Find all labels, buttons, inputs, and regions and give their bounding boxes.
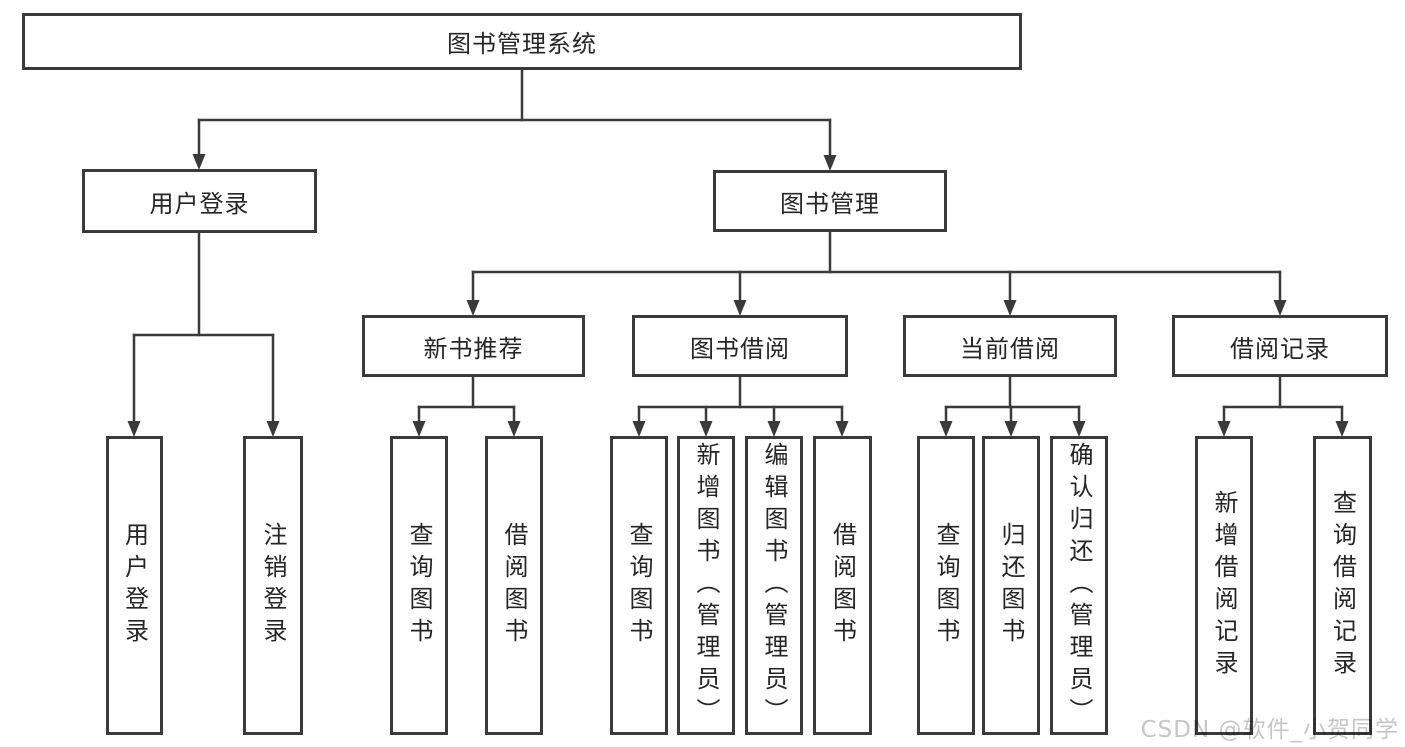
leaf-query-books-3: 查询图书 [917, 436, 975, 735]
leaf-add-books-admin: 新增图书（管理员） [677, 436, 735, 735]
node-label: 借阅图书 [828, 521, 857, 650]
node-borrowing-records: 借阅记录 [1172, 315, 1388, 377]
leaf-borrow-books-1: 借阅图书 [485, 436, 543, 735]
node-label: 图书管理系统 [447, 30, 597, 58]
node-user-login: 用户登录 [82, 169, 317, 233]
node-book-management: 图书管理 [713, 170, 947, 232]
leaf-logout: 注销登录 [243, 436, 303, 735]
node-book-borrowing: 图书借阅 [632, 315, 848, 377]
node-label: 新书推荐 [423, 334, 524, 363]
node-label: 查询图书 [932, 521, 960, 650]
node-label: 确认归还（管理员） [1065, 441, 1093, 730]
node-label: 图书借阅 [690, 334, 790, 363]
node-library-management-system: 图书管理系统 [22, 13, 1022, 70]
leaf-query-books-2: 查询图书 [610, 436, 668, 735]
node-label: 新增借阅记录 [1210, 489, 1238, 682]
node-label: 用户登录 [120, 521, 149, 650]
leaf-query-books-1: 查询图书 [390, 436, 448, 735]
node-label: 用户登录 [149, 189, 250, 218]
node-label: 归还图书 [997, 521, 1025, 650]
node-label: 借阅图书 [500, 521, 528, 650]
node-new-book-recommend: 新书推荐 [362, 315, 585, 377]
leaf-edit-books-admin: 编辑图书（管理员） [745, 436, 803, 735]
node-current-borrowing: 当前借阅 [903, 315, 1117, 377]
leaf-confirm-return-admin: 确认归还（管理员） [1050, 436, 1108, 735]
leaf-add-borrow-record: 新增借阅记录 [1195, 436, 1253, 735]
leaf-query-borrow-record: 查询借阅记录 [1313, 436, 1372, 735]
node-label: 注销登录 [259, 521, 287, 650]
node-label: 当前借阅 [960, 334, 1060, 363]
node-label: 借阅记录 [1230, 334, 1330, 363]
node-label: 查询图书 [625, 521, 653, 650]
leaf-borrow-books-2: 借阅图书 [813, 436, 872, 735]
leaf-return-books: 归还图书 [982, 436, 1040, 735]
node-label: 图书管理 [780, 189, 880, 218]
leaf-user-login: 用户登录 [106, 436, 163, 735]
node-label: 编辑图书（管理员） [760, 441, 788, 730]
node-label: 新增图书（管理员） [692, 441, 720, 730]
node-label: 查询图书 [405, 521, 433, 650]
node-label: 查询借阅记录 [1328, 489, 1357, 682]
